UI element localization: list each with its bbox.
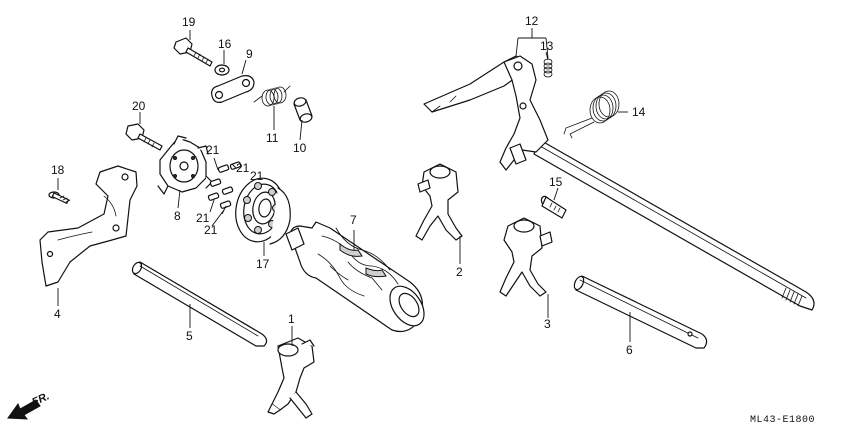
return-spring-14 — [563, 90, 620, 139]
callout-7: 7 — [350, 213, 357, 227]
shift-fork-3 — [499, 217, 553, 297]
callout-1: 1 — [288, 312, 295, 326]
return-spring-11 — [253, 85, 291, 107]
gearshift-spindle-12 — [423, 55, 815, 311]
stopper-arm-9 — [211, 75, 255, 103]
shift-fork-1 — [267, 337, 315, 419]
callout-21-right-upper: 21 — [236, 161, 250, 175]
callout-18: 18 — [51, 163, 65, 177]
callout-17: 17 — [256, 257, 270, 271]
callout-15: 15 — [549, 175, 563, 189]
front-direction-label: FR. — [30, 390, 51, 408]
dowel-pins-21 — [207, 161, 242, 209]
callout-6: 6 — [626, 343, 633, 357]
callout-19: 19 — [182, 15, 196, 29]
callout-5: 5 — [186, 329, 193, 343]
callout-9: 9 — [246, 47, 253, 61]
bolt-20 — [125, 123, 163, 151]
callout-20: 20 — [132, 99, 146, 113]
collar-10 — [293, 97, 313, 123]
washer-16 — [214, 64, 230, 76]
callout-2: 2 — [456, 265, 463, 279]
front-direction-arrow: FR. — [7, 390, 51, 420]
callout-4: 4 — [54, 307, 61, 321]
callout-3: 3 — [544, 317, 551, 331]
callout-21-top: 21 — [206, 143, 220, 157]
spring-13 — [543, 58, 553, 78]
shift-drum-center-8 — [157, 135, 213, 195]
shift-fork-shaft-6 — [573, 275, 708, 349]
callout-21-right-lower: 21 — [250, 169, 264, 183]
callout-21-bottom: 21 — [204, 223, 218, 237]
bearing-17 — [235, 177, 291, 245]
shift-drum-7 — [285, 221, 425, 333]
callout-8: 8 — [174, 209, 181, 223]
callout-14: 14 — [632, 105, 646, 119]
shift-fork-2 — [415, 163, 463, 241]
bolt-18 — [48, 191, 71, 204]
callout-10: 10 — [293, 141, 307, 155]
callout-21-bottom-left: 21 — [196, 211, 210, 225]
callouts: 1 2 3 4 5 6 7 8 9 10 11 12 13 14 15 16 1… — [51, 14, 646, 357]
leader-lines — [57, 28, 631, 346]
drum-stopper-plate-4 — [39, 165, 138, 287]
guide-pin-15 — [540, 195, 567, 219]
callout-16: 16 — [218, 37, 232, 51]
callout-13: 13 — [540, 39, 554, 53]
shift-fork-shaft-5 — [131, 261, 268, 347]
callout-12: 12 — [525, 14, 539, 28]
bolt-19 — [173, 37, 213, 67]
diagram-code: ML43-E1800 — [750, 415, 815, 425]
callout-11: 11 — [266, 131, 279, 145]
